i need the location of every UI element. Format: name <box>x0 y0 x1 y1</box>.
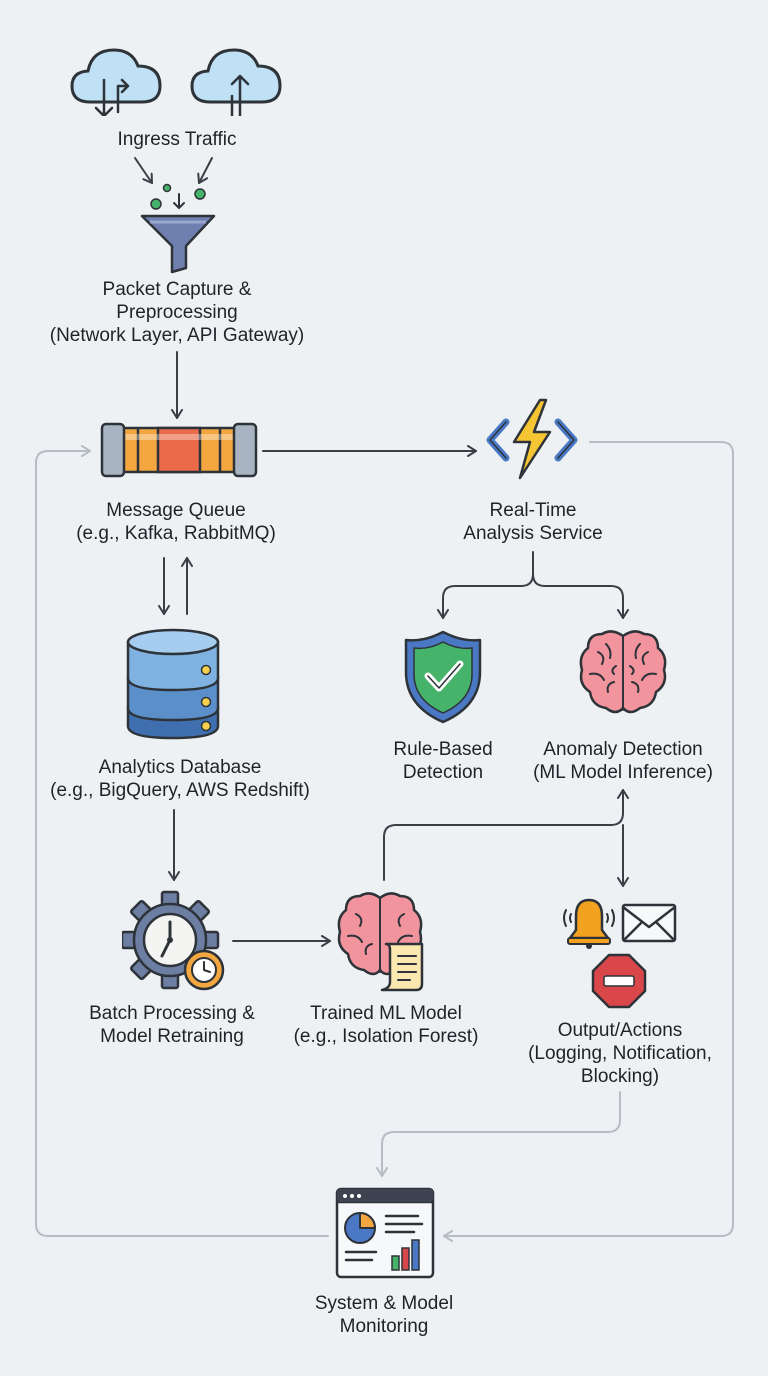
bell-icon <box>563 898 615 949</box>
stop-sign-icon <box>591 953 647 1009</box>
arrow-cloud-to-funnel-left <box>134 157 153 184</box>
packet-capture-title-line2: Preprocessing <box>116 302 238 323</box>
dashboard-icon <box>335 1187 435 1279</box>
message-queue-subtitle: (e.g., Kafka, RabbitMQ) <box>76 523 276 544</box>
arrow-output-to-monitoring <box>376 1091 621 1177</box>
gear-clock-icon <box>122 890 225 991</box>
monitoring-title: System & Model <box>314 1293 454 1314</box>
trained-model-title: Trained ML Model <box>310 1003 462 1024</box>
arrow-realtime-to-anomaly <box>532 573 629 619</box>
output-actions-subtitle: (Logging, Notification, <box>528 1043 712 1064</box>
trained-model-label: Trained ML Model (e.g., Isolation Forest… <box>294 1002 479 1048</box>
rule-based-detection-title: Rule-Based <box>393 739 493 760</box>
ingress-traffic-text: Ingress Traffic <box>117 129 237 150</box>
batch-processing-label: Batch Processing & Model Retraining <box>89 1002 255 1048</box>
output-actions-label: Output/Actions (Logging, Notification, B… <box>528 1019 712 1088</box>
database-icon <box>126 628 220 740</box>
realtime-analysis-label: Real-Time Analysis Service <box>463 499 602 545</box>
anomaly-detection-title: Anomaly Detection <box>543 739 703 760</box>
message-queue-title: Message Queue <box>106 500 246 521</box>
rule-based-detection-label: Rule-Based Detection <box>393 738 492 784</box>
rule-based-detection-title-line2: Detection <box>402 762 484 783</box>
analytics-database-title: Analytics Database <box>98 757 262 778</box>
feedback-loop-monitoring-to-queue <box>35 445 329 1237</box>
monitoring-label: System & Model Monitoring <box>315 1292 453 1338</box>
anomaly-detection-subtitle: (ML Model Inference) <box>533 762 713 783</box>
brain-scroll-icon <box>337 892 424 992</box>
batch-processing-title: Batch Processing & <box>89 1003 255 1024</box>
analytics-database-label: Analytics Database (e.g., BigQuery, AWS … <box>50 756 310 802</box>
funnel-icon <box>140 183 216 274</box>
packet-capture-label: Packet Capture & Preprocessing (Network … <box>50 278 305 347</box>
shield-check-icon <box>404 630 482 724</box>
batch-processing-title-line2: Model Retraining <box>100 1026 244 1047</box>
arrow-realtime-to-rules <box>437 551 534 619</box>
realtime-analysis-title-line2: Analysis Service <box>463 523 603 544</box>
realtime-analysis-title: Real-Time <box>489 500 577 521</box>
analytics-database-subtitle: (e.g., BigQuery, AWS Redshift) <box>50 780 310 801</box>
cloud-down-icon <box>70 48 162 116</box>
ingress-traffic-label: Ingress Traffic <box>118 128 237 151</box>
monitoring-title-line2: Monitoring <box>339 1316 429 1337</box>
packet-capture-title: Packet Capture & <box>102 279 252 300</box>
envelope-icon <box>621 903 677 943</box>
output-actions-title: Output/Actions <box>557 1020 683 1041</box>
output-actions-subtitle-line2: Blocking) <box>580 1066 660 1087</box>
pipe-queue-icon <box>100 422 258 478</box>
message-queue-label: Message Queue (e.g., Kafka, RabbitMQ) <box>76 499 276 545</box>
anomaly-detection-label: Anomaly Detection (ML Model Inference) <box>533 738 713 784</box>
arrow-trained-to-anomaly <box>383 789 629 881</box>
lightning-code-icon <box>486 398 578 480</box>
brain-icon <box>579 630 667 714</box>
arrow-cloud-to-funnel-right <box>197 157 213 184</box>
packet-capture-subtitle: (Network Layer, API Gateway) <box>49 325 305 346</box>
loop-realtime-to-monitoring <box>443 441 734 1242</box>
trained-model-subtitle: (e.g., Isolation Forest) <box>293 1026 479 1047</box>
cloud-up-icon <box>190 48 282 116</box>
